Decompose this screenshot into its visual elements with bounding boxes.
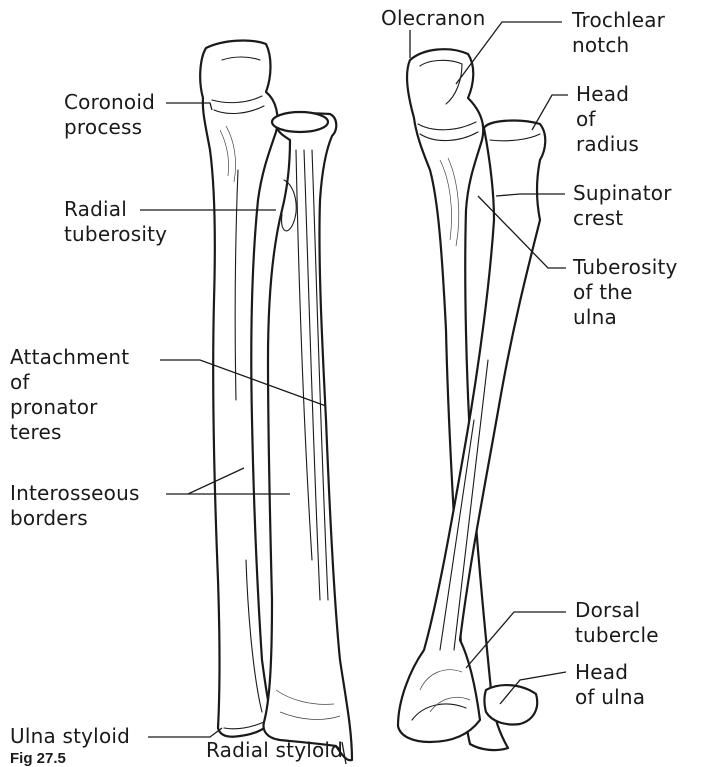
label-head-of-radius: Head of radius: [576, 82, 639, 157]
label-interosseous-borders: Interosseous borders: [10, 481, 140, 531]
label-trochlear-notch: Trochlear notch: [572, 8, 665, 58]
label-attachment-pronator-teres: Attachment of pronator teres: [10, 345, 129, 445]
figure-caption: Fig 27.5: [10, 750, 66, 767]
anterior-radius: [264, 112, 352, 760]
anterior-ulna: [200, 41, 277, 737]
label-radial-styloid: Radial styloid: [206, 738, 343, 763]
label-ulna-styloid: Ulna styloid: [10, 724, 130, 749]
label-coronoid-process: Coronoid process: [64, 90, 155, 140]
label-radial-tuberosity: Radial tuberosity: [64, 197, 167, 247]
label-tuberosity-of-ulna: Tuberosity of the ulna: [573, 255, 678, 330]
label-olecranon: Olecranon: [381, 6, 485, 31]
label-head-of-ulna: Head of ulna: [575, 660, 645, 710]
label-supinator-crest: Supinator crest: [573, 181, 672, 231]
label-dorsal-tubercle: Dorsal tubercle: [575, 598, 659, 648]
